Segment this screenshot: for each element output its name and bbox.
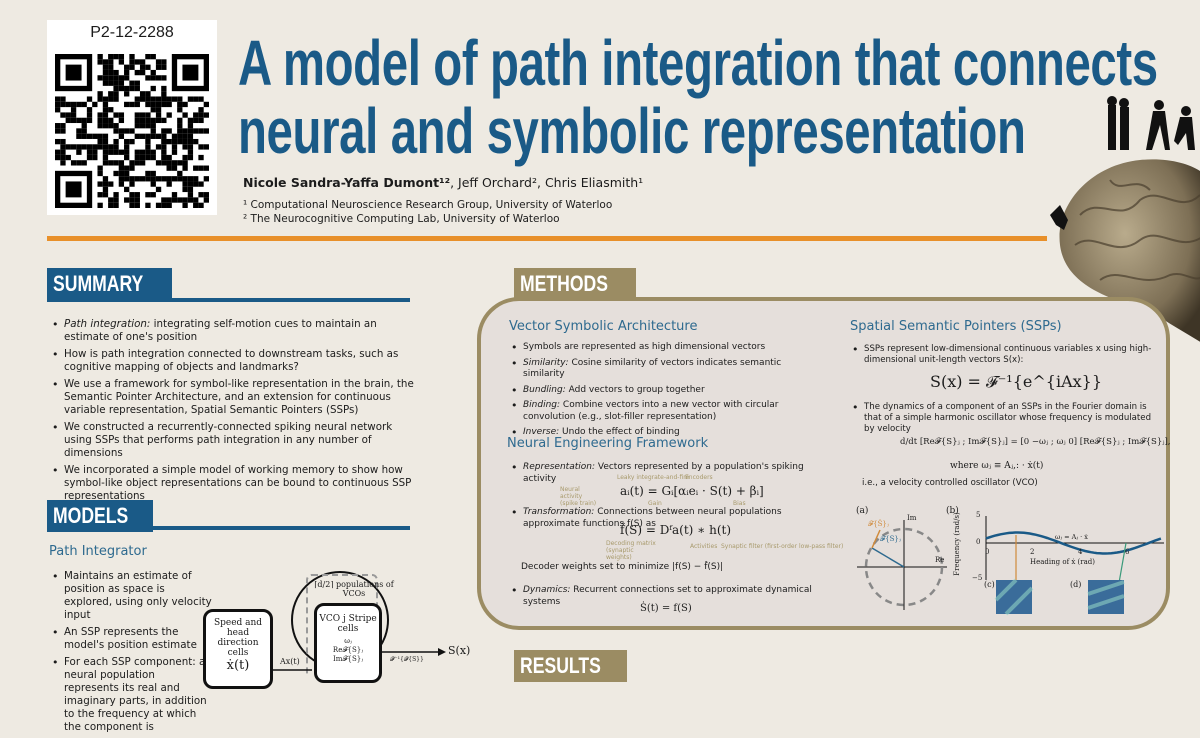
vco-group-label: ⌈d/2⌉ populations of VCOs	[314, 580, 394, 598]
affiliation-1: ¹ Computational Neuroscience Research Gr…	[243, 199, 613, 211]
list-item: Similarity: Cosine similarity of vectors…	[509, 358, 819, 381]
note-activity: Neural activity (spike train)	[560, 486, 597, 507]
output-label: S(x)	[448, 644, 471, 657]
re-axis-label: Re	[935, 556, 945, 564]
nef-list: Representation: Vectors represented by a…	[509, 462, 829, 489]
phasor-figure	[857, 520, 947, 610]
list-item: Dynamics: Recurrent connections set to a…	[509, 585, 829, 608]
ytick: −5	[972, 574, 983, 582]
authors: Nicole Sandra-Yaffa Dumont¹², Jeff Orcha…	[243, 175, 643, 190]
fig-d-label: (d)	[1070, 580, 1082, 589]
note-decoding: Decoding matrix (synaptic weights)	[606, 540, 656, 561]
other-authors: , Jeff Orchard², Chris Eliasmith¹	[450, 175, 644, 190]
fs-label: 𝓕{S}ⱼ	[880, 535, 901, 543]
velocity-var: ẋ(t)	[226, 658, 250, 673]
list-item: Transformation: Connections between neur…	[509, 507, 829, 530]
note-bias: Bias	[733, 500, 746, 507]
poster-title-line-2: neural and symbolic representation	[238, 95, 1026, 167]
xtick: 2	[1030, 548, 1035, 556]
decoder-text: Decoder weights set to minimize |f(S) − …	[521, 562, 724, 572]
vco-note: i.e., a velocity controlled oscillator (…	[862, 478, 1038, 488]
nef-list-3: Dynamics: Recurrent connections set to a…	[509, 585, 829, 612]
ytick: 0	[976, 538, 981, 546]
models-rule	[47, 526, 410, 530]
curve-label: ωⱼ = Aⱼ · ẋ	[1055, 533, 1088, 541]
methods-heading: METHODS	[514, 268, 636, 300]
xtick: 4	[1078, 548, 1083, 556]
vsa-heading: Vector Symbolic Architecture	[509, 319, 698, 334]
ssp-list-2: The dynamics of a component of an SSPs i…	[850, 402, 1160, 439]
poster-id: P2-12-2288	[90, 24, 174, 41]
list-item: An SSP represents the model's position e…	[50, 626, 212, 652]
summary-heading: SUMMARY	[47, 268, 172, 300]
note-activities: Activities	[690, 543, 718, 550]
ytick: 5	[976, 511, 981, 519]
speed-head-direction-box: Speed and head direction cells ẋ(t)	[203, 609, 273, 689]
arrow-in-label: Ax(t)	[280, 657, 300, 666]
xtick: 0	[985, 548, 990, 556]
models-list: Maintains an estimate of position as spa…	[50, 570, 212, 738]
results-heading: RESULTS	[514, 650, 628, 682]
list-item: Bundling: Add vectors to group together	[509, 385, 819, 397]
note-gain: Gain	[648, 500, 662, 507]
list-item: For each SSP component: a neural populat…	[50, 656, 212, 734]
box-label: Speed and head direction cells	[213, 618, 263, 658]
qr-code: P2-12-2288	[47, 20, 217, 215]
note-encoders: Encoders	[685, 474, 713, 481]
note-synaptic: Synaptic filter (first-order low-pass fi…	[721, 543, 844, 550]
nef-list-2: Transformation: Connections between neur…	[509, 507, 829, 534]
box-label: VCO j Stripe cells	[319, 614, 377, 634]
list-item: We use a framework for symbol-like repre…	[50, 378, 415, 417]
list-item: Path integration: integrating self-motio…	[50, 318, 415, 344]
note-lif: Leaky integrate-and-fire	[617, 474, 690, 481]
ssp-list-1: SSPs represent low-dimensional continuou…	[850, 344, 1160, 370]
fig-a-label: (a)	[856, 506, 869, 516]
frequency-plot	[985, 516, 1164, 616]
x-axis-label: Heading of ẋ (rad)	[1030, 558, 1096, 566]
fdot-label: 𝓕{Ṡ}ⱼ	[868, 520, 889, 528]
list-item: SSPs represent low-dimensional continuou…	[850, 344, 1160, 366]
list-item: Symbols are represented as high dimensio…	[509, 342, 819, 354]
brain-illustration	[1050, 96, 1200, 342]
fig-c-label: (c)	[984, 580, 995, 589]
poster-title-line-1: A model of path integration that connect…	[238, 27, 1158, 99]
summary-list: Path integration: integrating self-motio…	[50, 318, 415, 507]
path-integrator-heading: Path Integrator	[49, 544, 147, 559]
omega-definition: where ωⱼ ≡ Aⱼ,: · ẋ(t)	[950, 461, 1044, 471]
nef-heading: Neural Engineering Framework	[507, 436, 709, 451]
summary-rule	[47, 298, 410, 302]
vsa-list: Symbols are represented as high dimensio…	[509, 342, 819, 443]
xtick: 6	[1125, 548, 1130, 556]
header-divider	[47, 236, 1047, 241]
nef-dynamics-equation: Ṡ(t) = f(S)	[640, 603, 692, 614]
ssp-heading: Spatial Semantic Pointers (SSPs)	[850, 319, 1062, 334]
affiliation-2: ² The Neurocognitive Computing Lab, Univ…	[243, 213, 560, 225]
im-axis-label: Im	[907, 514, 917, 522]
qr-code-pattern	[55, 54, 209, 208]
list-item: How is path integration connected to dow…	[50, 348, 415, 374]
oscillator-equation: d/dt [Re𝓕{S}ⱼ ; Im𝓕{S}ⱼ] = [0 −ωⱼ ; ωⱼ 0…	[900, 437, 1171, 447]
first-author: Nicole Sandra-Yaffa Dumont¹²	[243, 175, 451, 190]
list-item: Maintains an estimate of position as spa…	[50, 570, 212, 622]
list-item: We constructed a recurrently-connected s…	[50, 421, 415, 460]
nef-representation-equation: aᵢ(t) = Gᵢ[αᵢeᵢ · S(t) + βᵢ]	[620, 484, 764, 498]
list-item: Inverse: Undo the effect of binding	[509, 427, 819, 439]
ssp-equation: S(x) = 𝓕⁻¹{e^{iAx}}	[930, 372, 1103, 391]
arrow-out-label: 𝓕⁻¹{𝓕{S}}	[390, 656, 424, 663]
y-axis-label: Frequency (rad/s)	[952, 512, 961, 576]
list-item: Binding: Combine vectors into a new vect…	[509, 400, 819, 423]
frequency-curve	[985, 531, 1162, 555]
list-item: We incorporated a simple model of workin…	[50, 464, 415, 503]
list-item: The dynamics of a component of an SSPs i…	[850, 402, 1160, 435]
fig-b-label: (b)	[946, 506, 959, 516]
nef-transformation-equation: f̂(S) = Dᶠa(t) ∗ h(t)	[620, 523, 732, 537]
list-item: Representation: Vectors represented by a…	[509, 462, 829, 485]
